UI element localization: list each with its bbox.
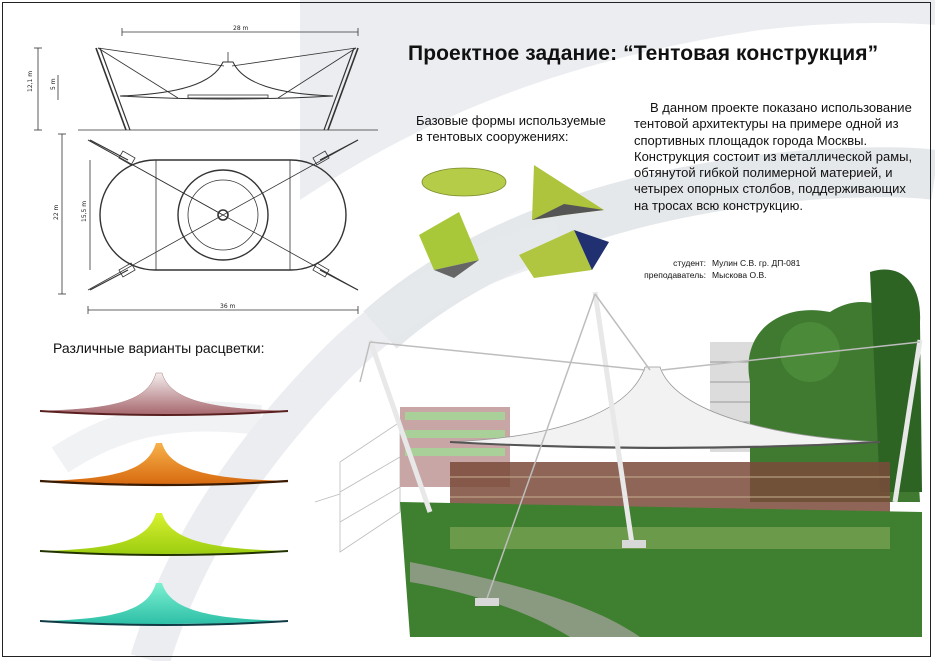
elevation-mid-label: 5 m (50, 78, 57, 90)
tent-variant-aqua (39, 583, 289, 626)
site-visualization (314, 269, 923, 637)
tent-variant-orange (39, 443, 289, 487)
page-title: Проектное задание: “Тентовая конструкция… (408, 42, 879, 65)
plan-height-label: 22 m (53, 204, 60, 220)
grass (400, 502, 922, 637)
base-forms-caption: Базовые формы используемые в тентовых со… (416, 113, 606, 144)
form-ellipse (421, 167, 507, 197)
plan-drawing: 36 m 22 m 15,5 m (53, 133, 359, 314)
color-variants (39, 372, 289, 626)
path (410, 562, 640, 637)
elevation-height-label: 12,1 m (27, 71, 34, 92)
teacher-value: Мыскова О.В. (712, 270, 767, 280)
elevation-drawing: 28 m 12,1 m 5 m (27, 25, 378, 131)
form-saddle (532, 165, 604, 220)
student-value: Мулин С.В. гр. ДП-081 (712, 258, 801, 268)
masts (367, 291, 923, 545)
tent-variant-white (39, 372, 289, 416)
color-variants-caption: Различные варианты расцветки: (53, 340, 265, 356)
credits: студент: Мулин С.В. гр. ДП-081 преподават… (636, 257, 800, 281)
student-label: студент: (673, 258, 706, 268)
description-text: В данном проекте показано использование … (634, 100, 913, 213)
plan-inner-label: 15,5 m (81, 201, 88, 222)
tent-variant-lime (39, 513, 289, 556)
elevation-width-label: 28 m (233, 25, 249, 32)
form-arch (519, 230, 592, 278)
plan-width-label: 36 m (220, 303, 236, 310)
building-sketch (314, 421, 401, 553)
teacher-label: преподаватель: (644, 270, 706, 280)
form-hypar (419, 212, 479, 270)
project-description: В данном проекте показано использование … (634, 100, 919, 214)
base-forms-illustration (419, 165, 609, 278)
